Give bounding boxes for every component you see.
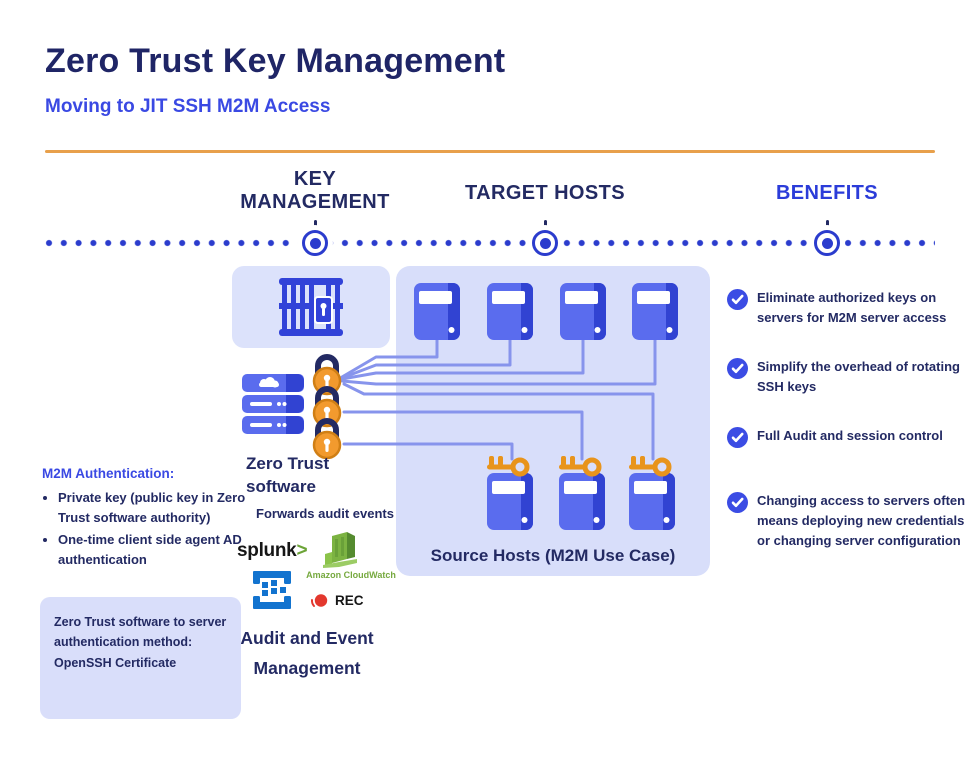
axis-marker-benefits bbox=[814, 230, 840, 256]
source-hosts-label: Source Hosts (M2M Use Case) bbox=[430, 546, 676, 565]
dotted-axis bbox=[45, 239, 935, 247]
check-icon bbox=[727, 492, 748, 513]
rec-label: REC bbox=[335, 593, 364, 608]
m2m-bullet: Private key (public key in Zero Trust so… bbox=[58, 488, 253, 527]
page-title: Zero Trust Key Management bbox=[45, 42, 506, 80]
jail-lock-icon bbox=[279, 278, 343, 336]
benefit-item: Eliminate authorized keys on servers for… bbox=[757, 290, 947, 326]
splunk-logo: splunk> bbox=[237, 540, 308, 562]
page-subtitle: Moving to JIT SSH M2M Access bbox=[45, 96, 331, 117]
rec-dot-icon bbox=[310, 594, 328, 607]
target-host-icon bbox=[414, 283, 460, 340]
column-header-benefits: BENEFITS bbox=[775, 182, 879, 204]
benefit-item: Simplify the overhead of rotating SSH ke… bbox=[757, 359, 960, 395]
key-icon bbox=[629, 453, 673, 479]
check-icon bbox=[727, 358, 748, 379]
check-icon bbox=[727, 289, 748, 310]
source-host-icon bbox=[559, 473, 605, 530]
axis-tick bbox=[544, 220, 547, 233]
target-host-icon bbox=[487, 283, 533, 340]
axis-tick bbox=[314, 220, 317, 233]
axis-marker-target-hosts bbox=[532, 230, 558, 256]
orange-divider bbox=[45, 150, 935, 153]
cloudwatch-logo-label: Amazon CloudWatch bbox=[306, 570, 396, 580]
marker-dot bbox=[821, 237, 833, 249]
audit-event-management-label: Audit and Event Management bbox=[240, 628, 374, 678]
event-hub-logo-icon bbox=[248, 567, 296, 613]
padlock-icon bbox=[310, 350, 344, 396]
source-host-icon bbox=[629, 473, 675, 530]
cloudwatch-icon bbox=[321, 531, 359, 571]
splunk-chevron-icon: > bbox=[296, 540, 308, 561]
m2m-authentication-list: Private key (public key in Zero Trust so… bbox=[42, 488, 253, 572]
target-host-icon bbox=[632, 283, 678, 340]
rec-indicator: REC bbox=[310, 592, 364, 609]
check-icon bbox=[727, 427, 748, 448]
m2m-authentication-heading: M2M Authentication: bbox=[42, 466, 175, 481]
zero-trust-software-label: Zero Trust software bbox=[246, 454, 330, 496]
key-icon bbox=[487, 453, 531, 479]
axis-marker-key-management bbox=[302, 230, 328, 256]
marker-dot bbox=[539, 237, 551, 249]
source-host-icon bbox=[487, 473, 533, 530]
benefit-item: Full Audit and session control bbox=[757, 428, 943, 443]
splunk-logo-text: splunk bbox=[237, 540, 297, 561]
m2m-bullet: One-time client side agent AD authentica… bbox=[58, 530, 253, 569]
padlock-icon bbox=[310, 414, 344, 460]
target-host-icon bbox=[560, 283, 606, 340]
column-header-key-management: KEY MANAGEMENT bbox=[240, 168, 390, 213]
benefit-item: Changing access to servers often means d… bbox=[757, 493, 966, 549]
zero-trust-server-icon bbox=[242, 374, 304, 436]
padlock-icon bbox=[310, 382, 344, 428]
marker-dot bbox=[309, 237, 321, 249]
forwards-audit-events-label: Forwards audit events bbox=[256, 506, 394, 521]
openssh-note-box: Zero Trust software to server authentica… bbox=[40, 597, 241, 719]
axis-tick bbox=[826, 220, 829, 233]
key-icon bbox=[559, 453, 603, 479]
column-header-target-hosts: TARGET HOSTS bbox=[465, 182, 625, 204]
